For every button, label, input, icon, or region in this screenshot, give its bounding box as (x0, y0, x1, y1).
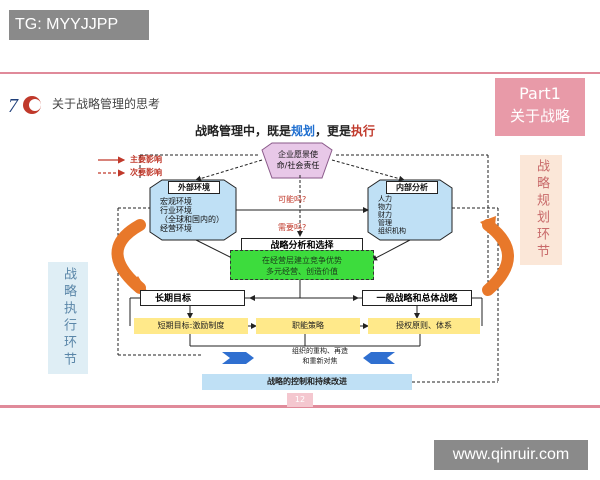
general-strategy: 一般战略和总体战略 (362, 290, 472, 306)
analysis-line1: 在经营层建立竞争优势 (262, 256, 342, 265)
yellow-item-function: 职能策略 (256, 318, 360, 334)
title-prefix: 战略管理中，既是 (195, 124, 292, 138)
internal-item: 财力 (378, 211, 392, 219)
internal-item: 组织机构 (378, 227, 406, 235)
yellow-item-authorization: 授权原则、体系 (368, 318, 480, 334)
part-box: Part1 关于战略 (495, 78, 585, 136)
yellow-item-short-term: 短期目标:激励制度 (134, 318, 248, 334)
slide-subtitle: 关于战略管理的思考 (52, 97, 161, 111)
organize-text: 组织的重构、再造 和重新对焦 (270, 346, 370, 366)
company-logo: 7 (8, 92, 48, 118)
title-plan: 规划 (291, 124, 316, 138)
internal-item: 人力 (378, 195, 392, 203)
legend-major: 主要影响 (130, 155, 162, 164)
question-possible: 可能吗? (278, 195, 307, 204)
title-mid: ，更是 (315, 124, 352, 138)
planning-stage-label: 战略规划环节 (520, 155, 562, 265)
analysis-box: 在经营层建立竞争优势 多元经营、创造价值 (230, 250, 374, 280)
legend-minor: 次要影响 (130, 168, 162, 177)
organize-line1: 组织的重构、再造 (292, 347, 348, 355)
mission-box: 企业愿景使 命/社会责任 (270, 149, 326, 171)
page-number: 12 (287, 393, 313, 407)
internal-analysis-title: 内部分析 (386, 181, 438, 194)
part-title: 关于战略 (509, 107, 570, 125)
internal-analysis-list: 人力 物力 财力 管理 组织机构 (378, 195, 448, 235)
long-term-goal: 长期目标 (140, 290, 245, 306)
external-env-list: 宏观环境 行业环境 （全球和国内的） 经营环境 (160, 197, 236, 233)
svg-text:7: 7 (8, 95, 19, 117)
external-env-item: （全球和国内的） (160, 215, 224, 224)
control-improvement-bar: 战略的控制和持续改进 (202, 374, 412, 390)
external-env-item: 宏观环境 (160, 197, 192, 206)
internal-item: 管理 (378, 219, 392, 227)
diagram-title: 战略管理中，既是规划，更是执行 (195, 122, 375, 139)
mission-line2: 命/社会责任 (276, 161, 320, 170)
top-watermark: TG: MYYJJPP (9, 10, 149, 40)
external-env-item: 经营环境 (160, 224, 192, 233)
part-number: Part1 (519, 84, 561, 103)
external-env-title: 外部环境 (168, 181, 220, 194)
bottom-watermark: www.qinruir.com (434, 440, 588, 470)
mission-line1: 企业愿景使 (278, 150, 318, 159)
title-exec: 执行 (351, 124, 376, 138)
execution-stage-label: 战略执行环节 (48, 262, 88, 374)
slide-top-divider (0, 72, 600, 74)
external-env-item: 行业环境 (160, 206, 192, 215)
internal-item: 物力 (378, 203, 392, 211)
question-needed: 需要吗? (278, 223, 307, 232)
analysis-line2: 多元经营、创造价值 (266, 267, 338, 276)
organize-line2: 和重新对焦 (302, 357, 338, 365)
